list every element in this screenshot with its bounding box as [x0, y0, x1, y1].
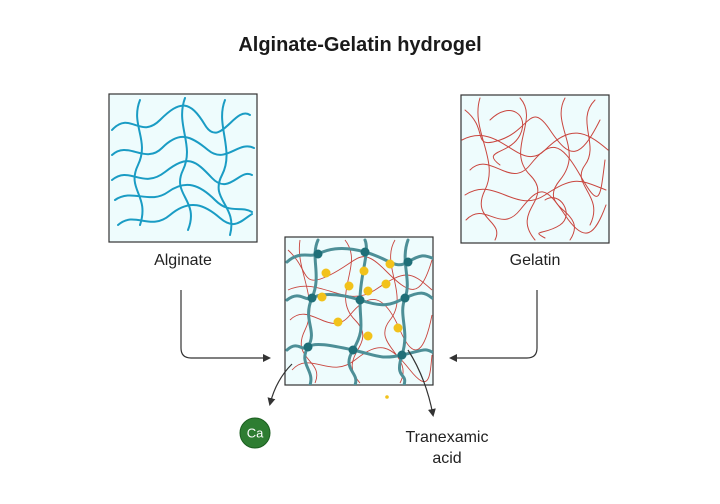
alginate-panel	[108, 93, 258, 243]
gelatin-strand	[298, 239, 318, 384]
gelatin-strand	[552, 97, 575, 241]
crosslink-node	[303, 342, 313, 352]
crosslink-node	[400, 293, 410, 303]
crosslink-node	[397, 350, 407, 360]
gelatin-strand	[477, 97, 498, 241]
drug-particle	[359, 266, 369, 276]
crosslink-node	[355, 295, 365, 305]
drug-particle	[363, 331, 373, 341]
alginate-strand	[303, 238, 320, 385]
drug-particle	[381, 279, 391, 289]
drug-particle	[363, 286, 373, 296]
gelatin-strand	[464, 180, 607, 202]
drug-particle	[333, 317, 343, 327]
calcium-label: Ca	[247, 426, 264, 441]
drug-particle	[385, 259, 395, 269]
gelatin-strand	[461, 132, 609, 158]
gelatin-label: Gelatin	[509, 252, 561, 269]
alginate-strand	[133, 99, 144, 226]
drug-label-line1: Tranexamic	[405, 429, 489, 446]
gelatin-strand	[469, 147, 606, 197]
calcium-ion: Ca	[239, 417, 271, 449]
alginate-strand	[347, 238, 368, 385]
drug-particle	[393, 323, 403, 333]
gelatin-strand	[489, 110, 524, 166]
alginate-to-hydrogel-arrow	[180, 290, 271, 362]
calcium-arrow	[267, 363, 293, 406]
alginate-strand	[217, 99, 233, 236]
alginate-label: Alginate	[154, 252, 212, 269]
gelatin-strand	[580, 99, 596, 226]
crosslink-node	[403, 257, 413, 267]
gelatin-strand	[464, 109, 601, 152]
gelatin-strand	[519, 97, 539, 241]
alginate-strand	[111, 160, 253, 186]
gelatin-strand	[344, 239, 364, 384]
hydrogel-panel	[284, 236, 434, 386]
gelatin-strand	[465, 191, 607, 234]
crosslink-node	[307, 293, 317, 303]
gelatin-strand	[291, 347, 433, 383]
drug-particle	[317, 292, 327, 302]
released-drug-particle	[385, 395, 389, 399]
drug-particle	[321, 268, 331, 278]
drug-particle	[344, 281, 354, 291]
drug-label-line2: acid	[432, 450, 462, 467]
gelatin-strand	[289, 298, 433, 351]
crosslink-node	[348, 345, 358, 355]
alginate-strand	[111, 104, 251, 134]
crosslink-node	[313, 249, 323, 259]
gelatin-strand	[538, 197, 567, 239]
drug-arrow	[407, 349, 436, 417]
alginate-strand	[179, 97, 192, 231]
gelatin-panel	[460, 94, 610, 244]
gelatin-to-hydrogel-arrow	[449, 290, 538, 362]
gelatin-strand	[287, 274, 433, 297]
alginate-strand	[398, 238, 410, 385]
diagram-title: Alginate-Gelatin hydrogel	[238, 34, 482, 56]
crosslink-node	[360, 247, 370, 257]
gelatin-strand	[287, 249, 433, 290]
